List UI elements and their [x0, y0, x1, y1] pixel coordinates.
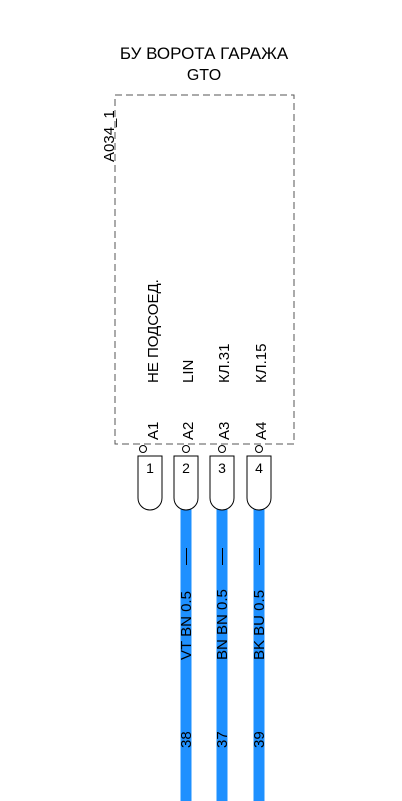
connector-terminal [246, 455, 272, 511]
wire-pin-3 [216, 506, 228, 801]
pin-signal: КЛ.15 [253, 344, 270, 383]
pin-signal: LIN [180, 360, 197, 383]
component-outline [114, 94, 295, 445]
wire-label: BN BN 0.5 [214, 589, 231, 660]
pin-A1: НЕ ПОДСОЕД. A1 1 [137, 279, 163, 511]
pin-dot [255, 445, 263, 453]
pin-signal: КЛ.31 [216, 344, 233, 383]
pin-A2: LIN A2 2 VT BN 0.5 38 [173, 360, 199, 748]
pin-id: A1 [145, 422, 162, 440]
wires-group [180, 506, 265, 801]
terminal-number: 1 [146, 460, 154, 476]
component-ref: A034_1 [101, 110, 118, 162]
terminal-number: 4 [255, 460, 263, 476]
pin-dot [182, 445, 190, 453]
connector-terminal [209, 455, 235, 511]
wire-number: 38 [178, 731, 195, 748]
pin-id: A2 [180, 422, 197, 440]
wire-label: BK BU 0.5 [251, 590, 268, 660]
pin-id: A3 [216, 422, 233, 440]
wire-label: VT BN 0.5 [178, 591, 195, 660]
wire-pin-4 [253, 506, 265, 801]
terminal-number: 3 [218, 460, 226, 476]
pin-dot [218, 445, 226, 453]
pin-A4: КЛ.15 A4 4 BK BU 0.5 39 [246, 344, 272, 748]
connector-terminal [137, 455, 163, 511]
wire-number: 37 [214, 731, 231, 748]
pin-id: A4 [253, 422, 270, 440]
component-subtitle: GTO [187, 67, 221, 84]
wire-number: 39 [251, 731, 268, 748]
component-title: БУ ВОРОТА ГАРАЖА [120, 44, 289, 63]
connector-terminal [173, 455, 199, 511]
pin-dot [139, 445, 147, 453]
terminal-number: 2 [182, 460, 190, 476]
pin-signal: НЕ ПОДСОЕД. [145, 279, 162, 383]
wire-pin-2 [180, 506, 192, 801]
pin-A3: КЛ.31 A3 3 BN BN 0.5 37 [209, 344, 235, 748]
